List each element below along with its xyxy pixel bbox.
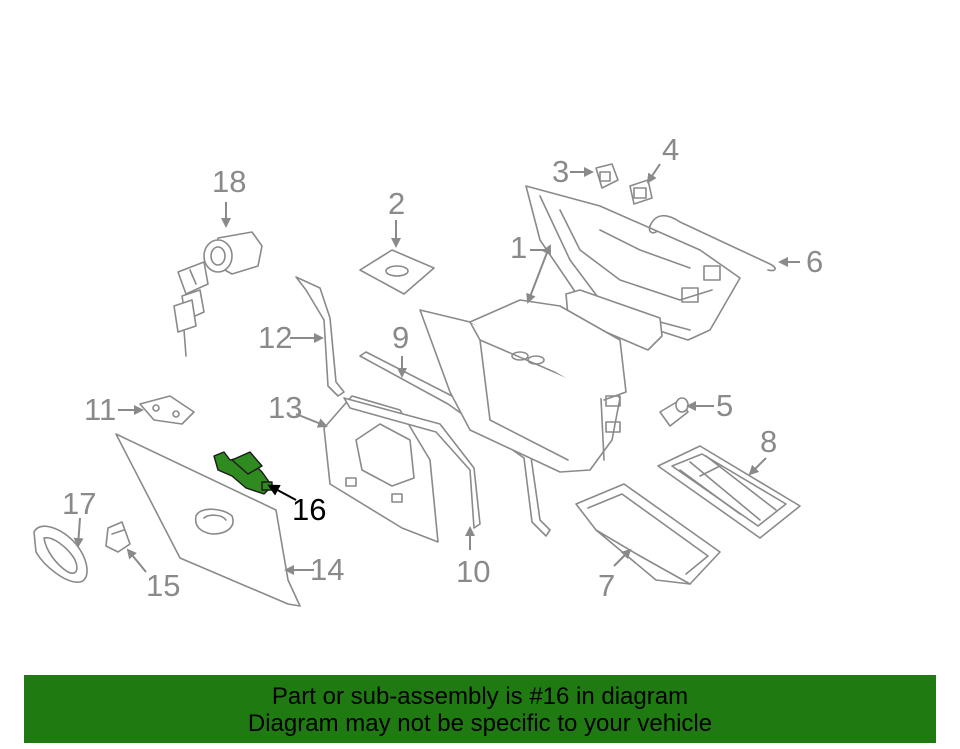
part-13-inner-panel[interactable] <box>323 395 481 543</box>
part-3-clip[interactable] <box>595 163 619 189</box>
part-7-tray[interactable] <box>575 483 721 585</box>
banner-line-1: Part or sub-assembly is #16 in diagram <box>271 683 689 710</box>
part-18-lock-cylinder[interactable] <box>173 231 263 357</box>
part-17-handle[interactable] <box>33 525 88 583</box>
banner-line-2: Diagram may not be specific to your vehi… <box>247 710 713 737</box>
callout-6: 6 <box>806 244 823 279</box>
callout-1: 1 <box>510 230 527 265</box>
part-1-housing[interactable] <box>525 185 741 351</box>
callout-5: 5 <box>716 388 733 423</box>
callout-11: 11 <box>84 392 116 427</box>
callout-labels: 18 2 3 4 1 6 12 9 11 13 5 8 16 17 10 14 … <box>62 132 823 603</box>
callout-14: 14 <box>310 552 344 587</box>
info-banner: Part or sub-assembly is #16 in diagram D… <box>24 675 936 743</box>
part-5-bumper[interactable] <box>659 397 689 427</box>
callout-13: 13 <box>268 390 302 425</box>
part-14-door[interactable] <box>115 433 301 607</box>
callout-10: 10 <box>456 554 490 589</box>
leader-lines <box>73 163 800 575</box>
part-10-liner[interactable] <box>419 299 627 473</box>
callout-4: 4 <box>662 132 679 167</box>
callout-3: 3 <box>552 154 569 189</box>
part-8-mat[interactable] <box>657 445 801 539</box>
part-2-cover[interactable] <box>359 249 435 295</box>
callout-15: 15 <box>146 568 180 603</box>
callout-9: 9 <box>392 320 409 355</box>
callout-17: 17 <box>62 486 96 521</box>
part-15-clip[interactable] <box>105 521 131 553</box>
callout-8: 8 <box>760 424 777 459</box>
part-11-hinge[interactable] <box>139 395 195 425</box>
callout-12: 12 <box>258 320 292 355</box>
callout-16: 16 <box>292 492 326 527</box>
callout-18: 18 <box>212 164 246 199</box>
callout-2: 2 <box>388 186 405 221</box>
callout-7: 7 <box>598 568 615 603</box>
part-6-rod[interactable] <box>648 214 776 272</box>
part-12-trim-strip[interactable] <box>295 276 345 397</box>
part-4-clip[interactable] <box>629 179 653 205</box>
